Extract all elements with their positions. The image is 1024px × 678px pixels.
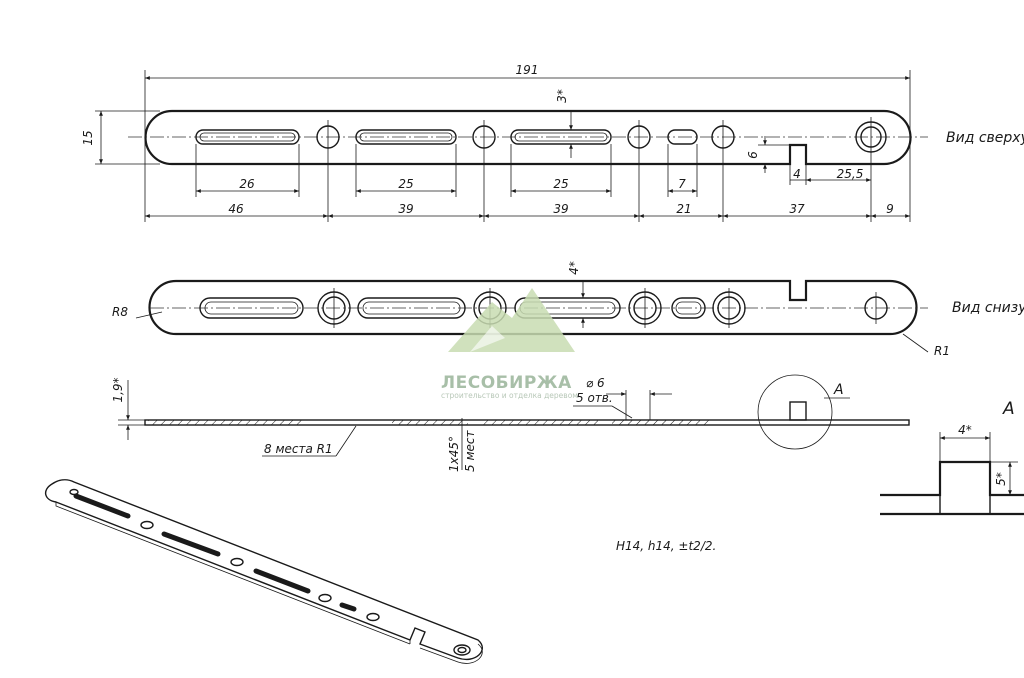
fillet-note: 8 места R1 bbox=[264, 442, 333, 456]
detail-label: А bbox=[1002, 399, 1015, 419]
slot-3 bbox=[510, 129, 612, 145]
watermark: ЛЕСОБИРЖА строительство и отделка дерево… bbox=[441, 288, 578, 400]
radius-r1: R1 bbox=[934, 344, 950, 358]
detail-a: А 4* 5* bbox=[880, 399, 1024, 516]
dim-seg1: 46 bbox=[228, 202, 244, 216]
hole-count: 5 отв. bbox=[576, 391, 613, 405]
dim-notch-width: 4 bbox=[793, 167, 801, 181]
dim-seg6: 9 bbox=[886, 202, 894, 216]
detail-width: 4* bbox=[958, 423, 972, 437]
tolerance-note: H14, h14, ±t2/2. bbox=[616, 539, 716, 553]
dim-slot2: 25 bbox=[398, 177, 413, 191]
dim-height: 15 bbox=[81, 130, 95, 145]
dim-seg2: 39 bbox=[398, 202, 413, 216]
chamfer-note: 1x45° bbox=[447, 436, 461, 472]
watermark-logo bbox=[448, 288, 575, 352]
side-view: 1,9* ⌀ 6 5 отв. 8 места R1 1x45° 5 мест … bbox=[111, 374, 910, 472]
bottom-view-label: Вид снизу bbox=[952, 300, 1024, 316]
dim-notch-depth: 6 bbox=[746, 151, 760, 159]
bottom-view-outline bbox=[148, 279, 918, 336]
isometric-view bbox=[45, 479, 484, 664]
small-slot bbox=[667, 129, 698, 145]
radius-r8: R8 bbox=[112, 305, 128, 319]
dim-seg3: 39 bbox=[553, 202, 568, 216]
callout-a: А bbox=[833, 382, 844, 398]
dim-slot-width: 3* bbox=[555, 89, 569, 103]
watermark-title: ЛЕСОБИРЖА bbox=[441, 373, 572, 393]
hole-dia: ⌀ 6 bbox=[586, 376, 605, 390]
detail-height: 5* bbox=[994, 472, 1008, 486]
dim-total: 191 bbox=[516, 63, 539, 77]
thickness-dim: 1,9* bbox=[111, 377, 125, 402]
slot-2 bbox=[355, 129, 457, 145]
dim-slot1: 26 bbox=[239, 177, 255, 191]
chamfer-count: 5 мест bbox=[463, 430, 477, 472]
dim-seg5: 37 bbox=[789, 202, 805, 216]
top-view-outline bbox=[144, 109, 912, 166]
top-view-label: Вид сверху bbox=[946, 130, 1024, 146]
bottom-slot-width: 4* bbox=[567, 261, 581, 275]
watermark-subtitle: строительство и отделка деревом bbox=[441, 391, 578, 400]
top-view: 191 15 3* 26 25 25 7 6 4 25,5 46 39 39 2… bbox=[81, 63, 1024, 222]
slot-1 bbox=[195, 129, 300, 145]
bottom-view: 4* R8 R1 Вид снизу bbox=[112, 261, 1024, 358]
dim-seg4: 21 bbox=[676, 202, 691, 216]
dim-slot3: 25 bbox=[553, 177, 568, 191]
dim-small-slot: 7 bbox=[678, 177, 686, 191]
dim-notch-to-hole: 25,5 bbox=[837, 167, 864, 181]
